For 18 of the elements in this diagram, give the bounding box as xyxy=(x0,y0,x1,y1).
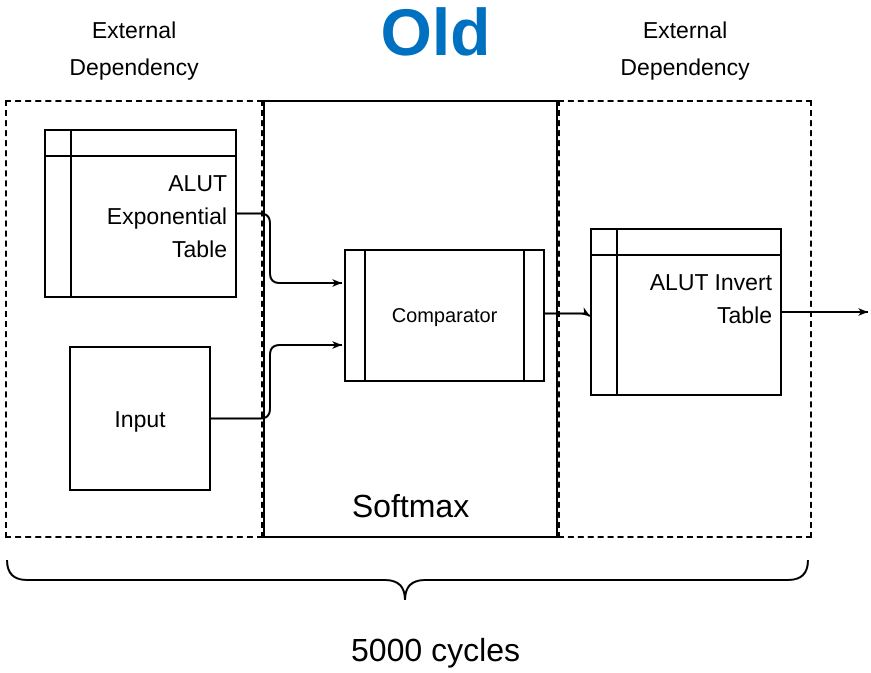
arrow xyxy=(211,341,342,420)
duration-label: 5000 cycles xyxy=(351,631,520,670)
diagram-title: Old xyxy=(380,0,490,71)
table-box xyxy=(590,228,782,396)
arrow xyxy=(782,308,868,316)
system-label: Softmax xyxy=(352,487,470,526)
comparator-label: Comparator xyxy=(392,304,498,328)
table-label: ALUT Invert Table xyxy=(648,268,772,330)
system-box xyxy=(263,100,558,538)
group-heading: External Dependency xyxy=(68,16,200,82)
arrow xyxy=(543,308,590,317)
comparator-box xyxy=(344,249,545,382)
table-box xyxy=(44,129,237,298)
process-box xyxy=(69,346,211,491)
process-label: Input xyxy=(114,404,166,434)
group-heading: External Dependency xyxy=(619,16,751,82)
table-label: ALUT Exponential Table xyxy=(106,169,227,264)
arrow xyxy=(237,212,342,287)
